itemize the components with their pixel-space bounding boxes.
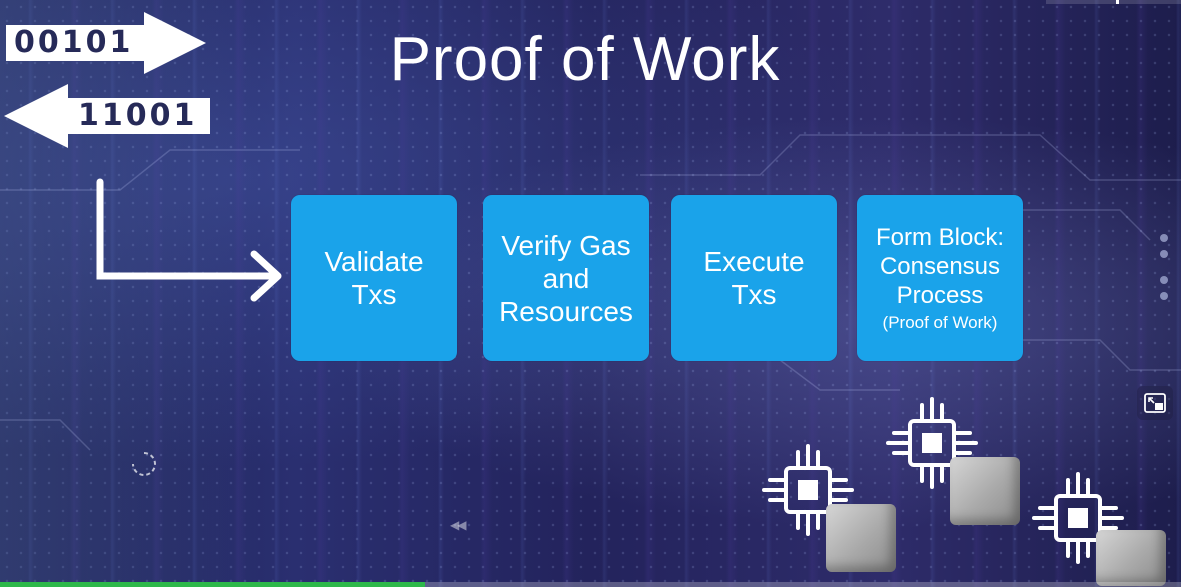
picture-in-picture-icon <box>1144 393 1166 413</box>
step-verify-gas: Verify Gas and Resources <box>483 195 649 361</box>
l-shaped-arrow-icon <box>96 178 282 302</box>
step-label: Form Block: Consensus Process <box>875 223 1004 309</box>
step-label: Execute Txs <box>703 246 805 310</box>
video-progress-fill <box>0 582 426 587</box>
step-label: Verify Gas and Resources <box>499 229 633 327</box>
cpu-chip-icon <box>762 444 854 536</box>
slide-title: Proof of Work <box>389 25 781 94</box>
step-execute-txs: Execute Txs <box>671 195 837 361</box>
cpu-chip-icon <box>886 397 978 489</box>
step-validate-txs: Validate Txs <box>291 195 457 361</box>
top-indicator-bar <box>1046 0 1181 4</box>
step-form-block: Form Block: Consensus Process (Proof of … <box>857 195 1023 361</box>
cube-icon <box>826 504 896 572</box>
loading-spinner-icon <box>132 452 156 476</box>
cube-icon <box>950 457 1020 525</box>
cube-icon <box>1096 530 1166 586</box>
binary-top-text: 00101 <box>14 25 134 60</box>
step-sublabel: (Proof of Work) <box>882 312 998 332</box>
cpu-chip-icon <box>1032 472 1124 564</box>
binary-left-arrow-icon: 11001 <box>4 84 210 148</box>
side-dots-decoration <box>1158 234 1172 304</box>
video-progress-bar[interactable] <box>0 582 1181 587</box>
binary-bottom-text: 11001 <box>78 98 198 133</box>
rewind-icon[interactable]: ◀◀ <box>450 518 467 532</box>
step-label: Validate Txs <box>324 246 424 310</box>
binary-right-arrow-icon: 00101 <box>6 12 206 74</box>
picture-in-picture-button[interactable] <box>1137 386 1173 420</box>
